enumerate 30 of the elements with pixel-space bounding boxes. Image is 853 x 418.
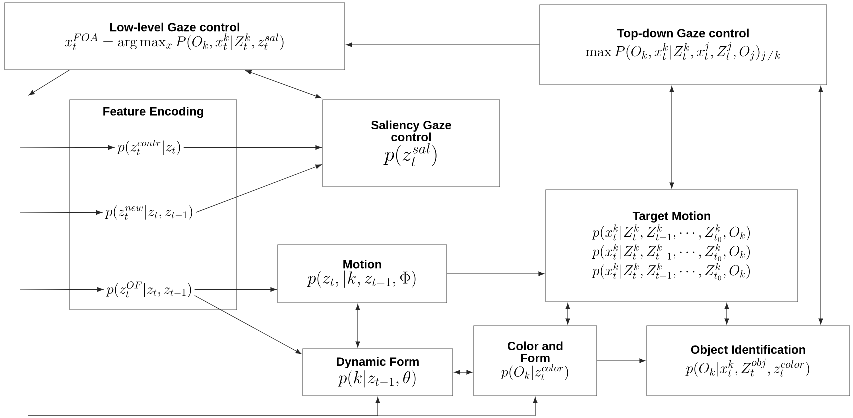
arrow	[566, 303, 570, 325]
arrow	[194, 287, 277, 292]
formula-text: $p(z_t^{new} | z_t, z_{t-1})$	[105, 206, 192, 220]
arrow	[724, 303, 730, 325]
process-box: Motion $p(z_t, | k, z_{t-1}, \Phi)$	[278, 244, 448, 304]
arrow	[818, 86, 824, 325]
arrow	[346, 42, 540, 48]
process-box: Object Identification $p(O_k | x_t^k, Z_t^{obj}, z_t^{color})$	[646, 326, 850, 396]
arrow	[28, 70, 70, 96]
formula-text: $p(z_t^{OF} | z_t, z_{t-1})$	[106, 282, 192, 298]
arrow	[597, 358, 646, 364]
process-box: Top-down Gaze control $\max P(O_k, x_t^k | Z_t^k, x_t^j, Z_t^j, O_j)_{j \neq k}$	[540, 4, 828, 86]
arrow	[196, 164, 322, 213]
arrow	[20, 287, 104, 292]
arrow	[28, 397, 538, 416]
arrow	[20, 210, 102, 216]
arrow	[454, 370, 473, 375]
arrow	[447, 272, 545, 276]
arrow	[184, 145, 322, 150]
arrow	[246, 70, 322, 99]
process-box: Saliency Gaze control $p(z_t^{sal})$	[322, 100, 500, 188]
process-box: Dynamic Form $p(k | z_{t-1}, \theta)$	[302, 348, 454, 396]
arrow	[670, 86, 674, 189]
process-box: Target Motion $p(x_t^k | Z_t^k, Z_{t-1}^k, \cdots, Z_{t_0}^k, O_k)$ $p(x_t^k | Z_t^k, Z_{t-1}^k, \cdots, Z_{t_0}^k, O_k)$ $p(x_t^k | Z_t^k, Z_{t-1}^k, \cdots, Z_{t_0}^k, O_k)$	[546, 190, 798, 302]
arrow	[20, 145, 115, 150]
arrow	[194, 295, 302, 354]
formula-text: $p(z_t^{contr} | z_t)$	[117, 140, 180, 156]
process-box: Color and Form $p(O_k | z_t^{color})$	[474, 326, 598, 396]
process-box: Low-level Gaze control $x_t^{FOA} = \arg\max_x P(O_k, x_t^k | Z_t^k, z_t^{sal})$	[4, 2, 346, 70]
arrow	[356, 304, 360, 348]
